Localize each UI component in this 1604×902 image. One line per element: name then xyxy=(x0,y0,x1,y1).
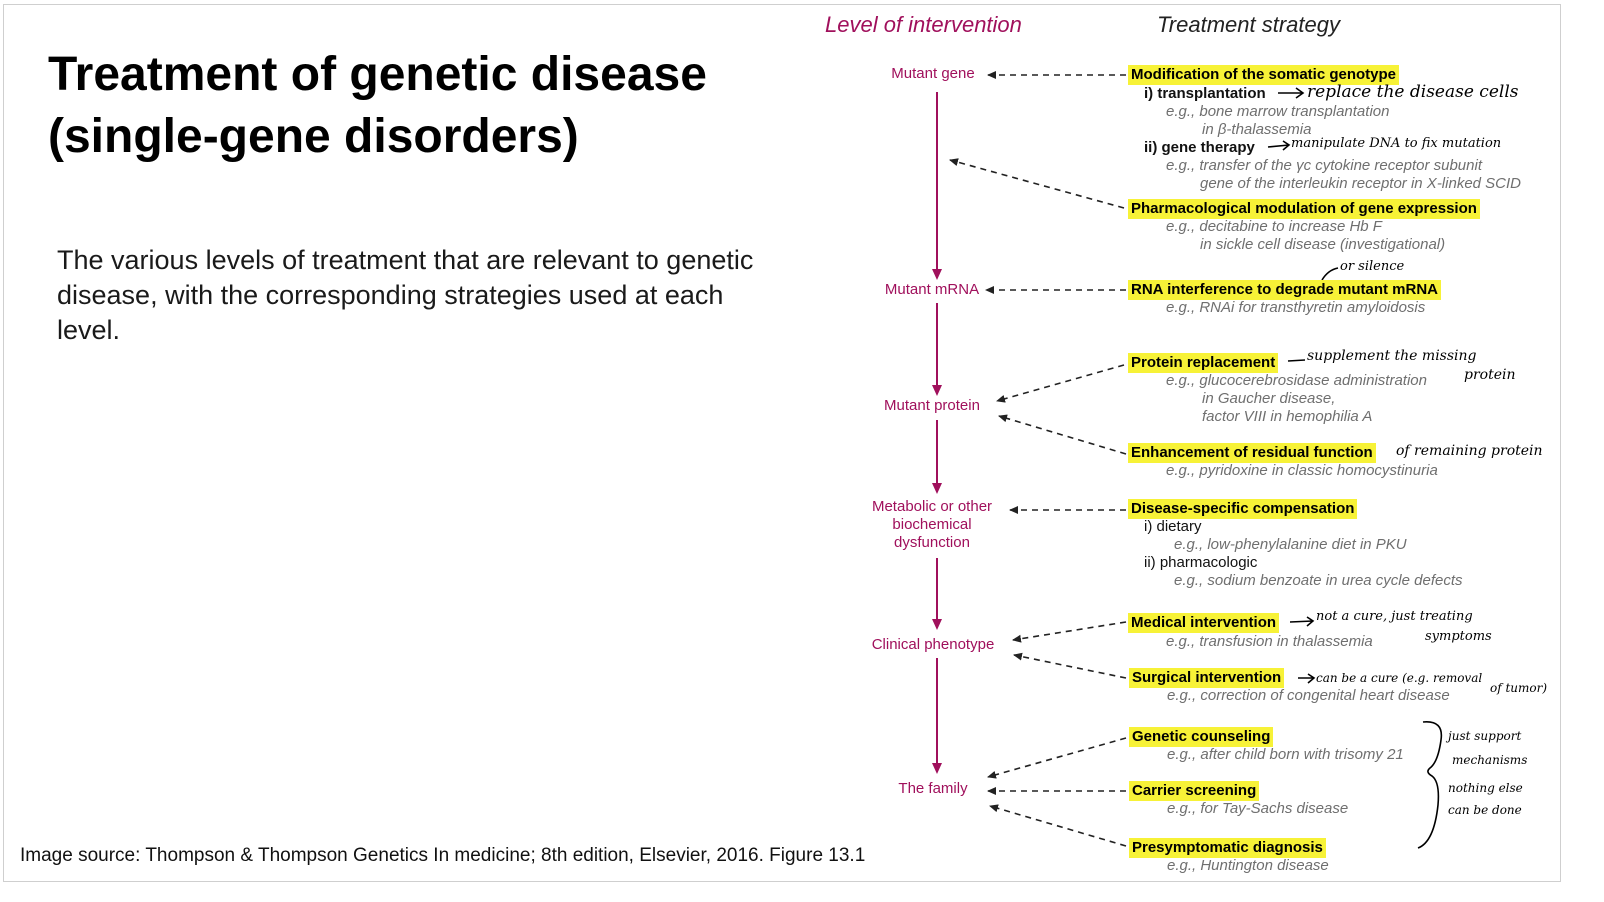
example-gene-therapy-1: e.g., transfer of the γc cytokine recept… xyxy=(1166,157,1482,174)
strategy-residual-function: Enhancement of residual function xyxy=(1128,443,1376,463)
example-presymptomatic-diagnosis: e.g., Huntington disease xyxy=(1167,857,1329,874)
level-mutant-protein: Mutant protein xyxy=(884,397,980,414)
annotation-not-a-cure-2: symptoms xyxy=(1425,629,1492,644)
strategy-pharmacological-modulation: Pharmacological modulation of gene expre… xyxy=(1128,199,1480,219)
level-metabolic-line-1: Metabolic or other xyxy=(871,498,993,515)
annotation-arrow-replace xyxy=(1278,87,1305,99)
annotation-arrow-notcure xyxy=(1289,616,1315,627)
example-transplantation-2: in β-thalassemia xyxy=(1202,121,1312,138)
annotation-can-be-a-cure-2: of tumor) xyxy=(1490,681,1548,695)
title-line-2: (single-gene disorders) xyxy=(48,110,579,163)
level-the-family: The family xyxy=(898,780,968,797)
example-gene-therapy-2: gene of the interleukin receptor in X-li… xyxy=(1200,175,1522,192)
example-medical-intervention: e.g., transfusion in thalassemia xyxy=(1166,633,1373,650)
annotation-silence: or silence xyxy=(1340,259,1405,274)
annotation-manipulate: manipulate DNA to fix mutation xyxy=(1291,136,1502,151)
arrow-counseling-to-family xyxy=(987,737,1127,779)
sub-pharmacologic: ii) pharmacologic xyxy=(1144,554,1258,571)
annotation-brace xyxy=(1417,721,1443,849)
example-carrier-screening: e.g., for Tay-Sachs disease xyxy=(1167,800,1349,817)
annotation-supplement-2: protein xyxy=(1464,367,1516,383)
sub-transplantation: i) transplantation xyxy=(1144,85,1266,102)
example-pharmacological-2: in sickle cell disease (investigational) xyxy=(1200,236,1446,253)
slide-frame xyxy=(3,4,1561,882)
example-pharmacologic: e.g., sodium benzoate in urea cycle defe… xyxy=(1174,572,1463,589)
annotation-arrow-cancure xyxy=(1298,673,1316,684)
annotation-not-a-cure-1: not a cure, just treating xyxy=(1316,609,1473,624)
annotation-support-1: just support xyxy=(1448,729,1522,743)
annotation-dash-supplement xyxy=(1287,359,1306,362)
arrow-pharm-to-gene xyxy=(949,158,1125,209)
arrow-replacement-to-protein xyxy=(996,364,1125,403)
strategy-somatic-genotype: Modification of the somatic genotype xyxy=(1128,65,1400,85)
arrow-residual-to-protein xyxy=(998,414,1127,455)
annotation-can-be-a-cure-1: can be a cure (e.g. removal xyxy=(1316,671,1483,685)
annotation-support-4: can be done xyxy=(1448,803,1522,817)
annotation-remaining: of remaining protein xyxy=(1396,443,1543,459)
annotation-support-3: nothing else xyxy=(1448,781,1523,795)
example-genetic-counseling: e.g., after child born with trisomy 21 xyxy=(1167,746,1404,763)
slide-body-text: The various levels of treatment that are… xyxy=(57,245,754,345)
annotation-curve-silence xyxy=(1321,267,1339,281)
strategy-carrier-screening: Carrier screening xyxy=(1129,781,1260,801)
annotation-support-2: mechanisms xyxy=(1452,753,1528,767)
strategy-medical-intervention: Medical intervention xyxy=(1128,613,1280,633)
example-protein-replacement-1: e.g., glucocerebrosidase administration xyxy=(1166,372,1427,389)
level-metabolic-line-2: biochemical xyxy=(892,516,972,533)
example-pharmacological-1: e.g., decitabine to increase Hb F xyxy=(1166,218,1382,235)
strategy-genetic-counseling: Genetic counseling xyxy=(1129,727,1274,747)
header-level-of-intervention: Level of intervention xyxy=(825,12,1022,37)
example-transplantation-1: e.g., bone marrow transplantation xyxy=(1166,103,1390,120)
example-dietary: e.g., low-phenylalanine diet in PKU xyxy=(1174,536,1407,553)
slide-title: Treatment of genetic disease (single-gen… xyxy=(48,44,707,168)
annotation-replace: replace the disease cells xyxy=(1307,82,1519,102)
level-clinical-phenotype: Clinical phenotype xyxy=(871,636,995,653)
level-mutant-mrna: Mutant mRNA xyxy=(884,281,980,298)
example-rnai: e.g., RNAi for transthyretin amyloidosis xyxy=(1166,299,1426,316)
arrow-medical-to-clinical xyxy=(1012,621,1127,643)
level-metabolic-dysfunction: Metabolic or other biochemical dysfuncti… xyxy=(862,498,1002,552)
annotation-arrow-manipulate xyxy=(1267,140,1291,151)
title-line-1: Treatment of genetic disease xyxy=(48,48,707,101)
strategy-surgical-intervention: Surgical intervention xyxy=(1129,668,1285,688)
level-metabolic-line-3: dysfunction xyxy=(894,534,970,551)
annotation-supplement-1: supplement the missing xyxy=(1307,348,1477,364)
example-residual-function: e.g., pyridoxine in classic homocystinur… xyxy=(1166,462,1438,479)
strategy-protein-replacement: Protein replacement xyxy=(1128,353,1279,373)
arrow-presymptomatic-to-family xyxy=(989,804,1127,847)
example-protein-replacement-2: in Gaucher disease, xyxy=(1202,390,1336,407)
level-mutant-gene: Mutant gene xyxy=(891,65,975,82)
example-surgical-intervention: e.g., correction of congenital heart dis… xyxy=(1167,687,1450,704)
strategy-disease-specific-compensation: Disease-specific compensation xyxy=(1128,499,1358,519)
strategy-presymptomatic-diagnosis: Presymptomatic diagnosis xyxy=(1129,838,1326,858)
strategy-rna-interference: RNA interference to degrade mutant mRNA xyxy=(1128,280,1441,300)
sub-gene-therapy: ii) gene therapy xyxy=(1144,139,1255,156)
image-source-caption: Image source: Thompson & Thompson Geneti… xyxy=(20,845,866,866)
example-protein-replacement-3: factor VIII in hemophilia A xyxy=(1202,408,1373,425)
header-treatment-strategy: Treatment strategy xyxy=(1157,12,1340,37)
sub-dietary: i) dietary xyxy=(1144,518,1202,535)
arrow-surgical-to-clinical xyxy=(1013,652,1127,679)
